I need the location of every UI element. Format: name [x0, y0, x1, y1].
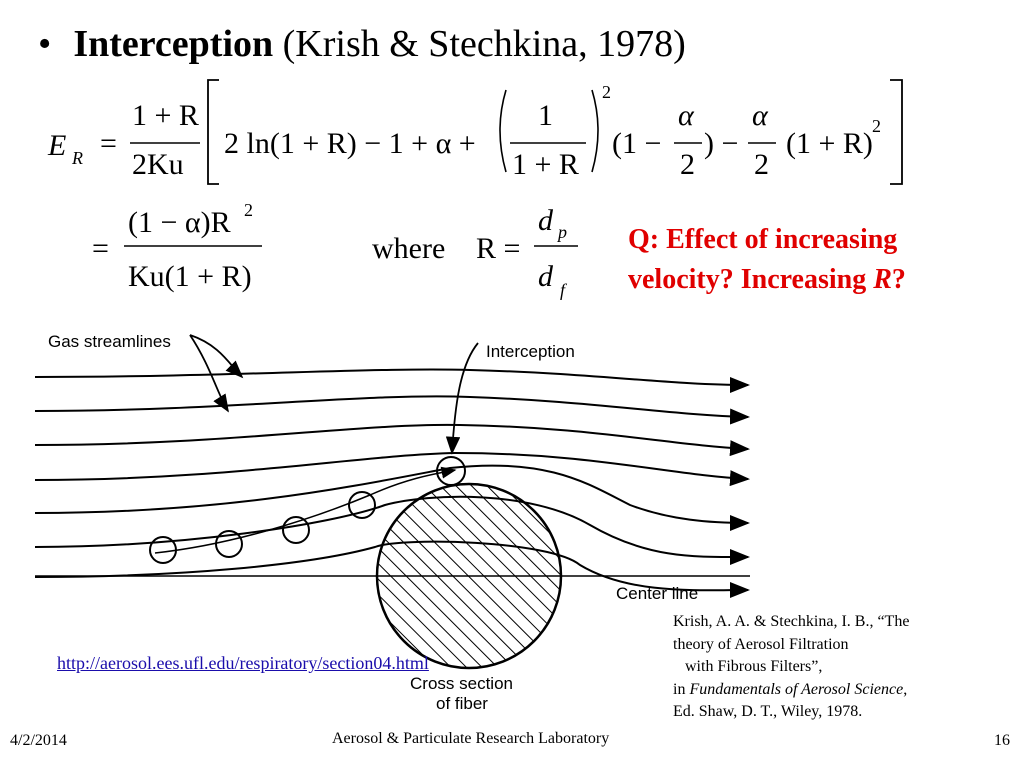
- df: d: [538, 260, 554, 293]
- label-of-fiber: of fiber: [436, 694, 488, 713]
- streamline-5: [34, 464, 750, 531]
- bullet-icon: •: [38, 23, 52, 65]
- frac2-den: 1 + R: [512, 148, 579, 181]
- citation: Krish, A. A. & Stechkina, I. B., “The th…: [673, 613, 910, 720]
- footer-lab: Aerosol & Particulate Research Laborator…: [332, 730, 610, 747]
- callout-arrow-1: [189, 334, 244, 379]
- frac1-den: 2Ku: [132, 148, 184, 181]
- title-bold: Interception: [73, 23, 274, 65]
- two1: 2: [680, 148, 695, 181]
- page-number: 16: [994, 732, 1010, 749]
- question-line1: Q: Effect of increasing: [628, 224, 898, 255]
- title-citation: (Krish & Stechkina, 1978): [273, 23, 686, 65]
- term-a: (1 −: [612, 127, 661, 160]
- label-center-line: Center line: [616, 584, 698, 603]
- two2: 2: [754, 148, 769, 181]
- bracket-left: [207, 79, 219, 185]
- eq-lhs: E: [47, 129, 66, 162]
- source-link[interactable]: http://aerosol.ees.ufl.edu/respiratory/s…: [57, 653, 429, 673]
- eq-lhs-sub: R: [71, 148, 83, 168]
- streamline-3: [34, 423, 750, 457]
- particle-trajectory: [154, 466, 457, 554]
- interception-diagram: Gas streamlines Interception Center line…: [34, 332, 750, 713]
- frac1-num: 1 + R: [132, 99, 199, 132]
- label-interception: Interception: [486, 342, 575, 361]
- slide-title: • Interception (Krish & Stechkina, 1978): [38, 22, 686, 66]
- line2-sq: 2: [244, 200, 253, 220]
- eq-equals: =: [100, 127, 117, 160]
- df-sub: f: [560, 280, 568, 300]
- where-text: where: [372, 232, 445, 265]
- question-var: R: [873, 264, 892, 295]
- callout-arrow-3: [445, 342, 479, 455]
- paren-left: [499, 89, 507, 173]
- streamline-2: [34, 395, 750, 425]
- dp-sub: p: [556, 222, 567, 242]
- bracket-right: [890, 79, 903, 185]
- dp: d: [538, 204, 554, 237]
- line2-den: Ku(1 + R): [128, 260, 252, 293]
- term-ln: 2 ln(1 + R) − 1 + α +: [224, 127, 476, 160]
- term-b-sq: 2: [872, 116, 881, 136]
- alpha1: α: [678, 99, 695, 132]
- footer-date: 4/2/2014: [10, 732, 67, 749]
- frac2-num: 1: [538, 99, 553, 132]
- question-line2: velocity? Increasing R?: [628, 264, 906, 295]
- frac2-sq: 2: [602, 82, 611, 102]
- particle-3: [282, 516, 310, 544]
- label-cross-section: Cross section: [410, 674, 513, 693]
- label-streamlines: Gas streamlines: [48, 332, 171, 351]
- line2-equals: =: [92, 232, 109, 265]
- particle-4: [348, 491, 376, 519]
- close-minus: ) −: [704, 127, 738, 160]
- streamline-1: [34, 368, 750, 393]
- r-def: R =: [476, 232, 520, 265]
- streamline-4: [34, 451, 750, 487]
- fiber-cross-section: [375, 482, 563, 670]
- paren-right: [591, 89, 599, 173]
- question-text: Q: Effect of increasing velocity? Increa…: [628, 220, 906, 300]
- alpha2: α: [752, 99, 769, 132]
- callout-arrow-2: [189, 334, 229, 413]
- interception-equation: E R = 1 + R 2Ku 2 ln(1 + R) − 1 + α + 1 …: [47, 79, 903, 300]
- particle-1: [149, 536, 177, 564]
- term-b: (1 + R): [786, 127, 873, 160]
- line2-num: (1 − α)R: [128, 206, 231, 239]
- particle-2: [215, 530, 243, 558]
